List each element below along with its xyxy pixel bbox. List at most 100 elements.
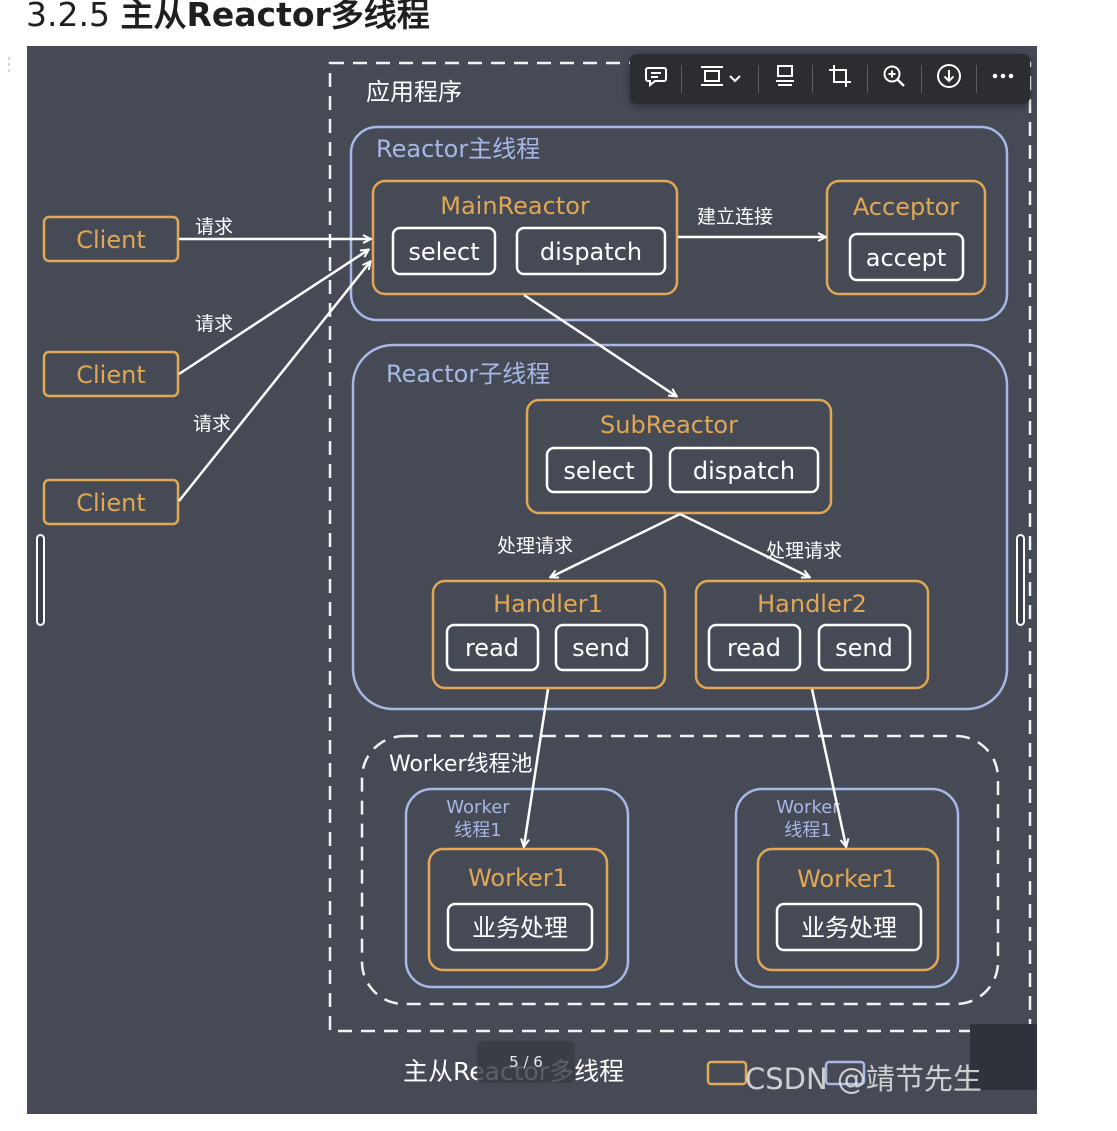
client2-request-arrow <box>178 250 368 376</box>
resize-handle-right[interactable] <box>1016 534 1025 626</box>
sub-to-handler2-arrow <box>679 512 809 577</box>
section-number: 3.2.5 <box>26 0 110 34</box>
client-box-2 <box>42 350 180 398</box>
handler2-title: Handler2 <box>757 590 867 618</box>
worker1-title-right: Worker1 <box>797 865 897 893</box>
main-select-box <box>391 226 497 276</box>
more-icon <box>990 63 1016 95</box>
diagram-image[interactable]: 应用程序 Reactor主线程 MainReactor select dispa… <box>27 46 1037 1114</box>
task-box-right <box>775 902 923 952</box>
toolbar-separator <box>812 65 814 93</box>
worker1-box-left <box>427 847 609 972</box>
sub-to-handler1-arrow <box>551 512 681 577</box>
handler1-title: Handler1 <box>493 590 603 618</box>
worker-thread-1-group <box>404 787 630 989</box>
acceptor-box <box>825 179 987 296</box>
zoom-in-icon <box>881 63 907 95</box>
worker1-title-left: Worker1 <box>468 864 568 892</box>
client-label-1: Client <box>76 226 145 254</box>
accept-box <box>848 232 965 282</box>
handler2-to-worker-arrow <box>810 688 846 846</box>
chevron-down-icon <box>728 67 742 92</box>
task-label-left: 业务处理 <box>472 914 568 942</box>
application-label: 应用程序 <box>366 78 462 106</box>
download-button[interactable] <box>922 54 975 104</box>
worker-thread-2-group <box>734 787 960 989</box>
connect-label: 建立连接 <box>697 206 773 228</box>
dispatch-to-sub-arrow <box>523 293 676 396</box>
handler1-to-worker-arrow <box>524 688 550 846</box>
image-toolbar <box>630 54 1030 104</box>
worker-thread-2-label-line2: 线程1 <box>784 820 831 841</box>
drag-handle-icon[interactable]: ⋮⋮ <box>0 54 38 75</box>
caption-button[interactable] <box>759 54 812 104</box>
worker-pool-boundary <box>360 734 1000 1006</box>
client-box-3 <box>42 478 180 526</box>
task-box-left <box>446 902 594 952</box>
handler2-send-box <box>817 623 912 672</box>
caption-icon <box>772 63 798 95</box>
csdn-watermark: CSDN @靖节先生 <box>745 1062 982 1096</box>
sub-dispatch-label: dispatch <box>693 457 795 485</box>
reactor-main-thread-group <box>349 125 1009 322</box>
page-indicator: 5 / 6 <box>477 1041 575 1083</box>
sub-reactor-box <box>525 398 833 515</box>
handler1-box <box>431 579 667 690</box>
task-label-right: 业务处理 <box>801 914 897 942</box>
toolbar-separator <box>975 65 977 93</box>
main-dispatch-label: dispatch <box>540 238 642 266</box>
sub-select-box <box>545 446 653 494</box>
crop-icon <box>827 63 853 95</box>
section-heading: 3.2.5 主从Reactor多线程 <box>26 0 430 36</box>
worker-thread-1-label-line1: Worker <box>446 797 510 818</box>
handler1-send-label: send <box>572 634 630 662</box>
handler1-read-label: read <box>465 634 519 662</box>
client3-request-arrow <box>178 262 370 502</box>
handler2-box <box>694 579 930 690</box>
layout-align-button[interactable] <box>682 54 757 104</box>
download-icon <box>936 63 962 95</box>
reactor-sub-thread-label: Reactor子线程 <box>386 360 550 388</box>
reactor-main-thread-label: Reactor主线程 <box>376 135 540 163</box>
legend-blue-swatch <box>824 1060 866 1086</box>
sub-select-label: select <box>563 457 634 485</box>
comment-icon <box>643 63 669 95</box>
toolbar-separator <box>866 65 868 93</box>
request-label-2: 请求 <box>195 313 233 335</box>
legend-orange-swatch <box>706 1060 748 1086</box>
toolbar-separator <box>681 65 683 93</box>
sub-reactor-title: SubReactor <box>600 411 738 439</box>
request-label-1: 请求 <box>195 216 233 238</box>
accept-label: accept <box>866 244 947 272</box>
toolbar-separator <box>921 65 923 93</box>
request-label-3: 请求 <box>193 413 231 435</box>
comment-button[interactable] <box>630 54 681 104</box>
acceptor-title: Acceptor <box>853 193 959 221</box>
handler1-send-box <box>554 623 649 672</box>
section-title: 主从Reactor多线程 <box>120 0 430 34</box>
more-button[interactable] <box>977 54 1030 104</box>
reactor-diagram: 应用程序 Reactor主线程 MainReactor select dispa… <box>42 61 1037 1096</box>
main-reactor-box <box>371 179 679 296</box>
client-label-2: Client <box>76 361 145 389</box>
resize-handle-left[interactable] <box>36 534 45 626</box>
client-box-1 <box>42 215 180 263</box>
layout-align-icon <box>698 63 726 95</box>
client-label-3: Client <box>76 489 145 517</box>
handler2-send-label: send <box>835 634 893 662</box>
toolbar-separator <box>757 65 759 93</box>
handle-request-label-2: 处理请求 <box>766 540 842 562</box>
worker-pool-label: Worker线程池 <box>389 752 533 777</box>
crop-button[interactable] <box>813 54 866 104</box>
main-reactor-title: MainReactor <box>440 192 590 220</box>
handle-request-label-1: 处理请求 <box>497 535 573 557</box>
watermark-badge <box>970 1024 1037 1090</box>
worker-thread-2-label-line1: Worker <box>776 797 840 818</box>
handler1-read-box <box>445 623 540 672</box>
worker-thread-1-label-line2: 线程1 <box>454 820 501 841</box>
zoom-in-button[interactable] <box>868 54 921 104</box>
main-dispatch-box <box>515 226 667 276</box>
reactor-sub-thread-group <box>351 343 1009 711</box>
main-select-label: select <box>408 238 479 266</box>
sub-dispatch-box <box>668 446 820 494</box>
